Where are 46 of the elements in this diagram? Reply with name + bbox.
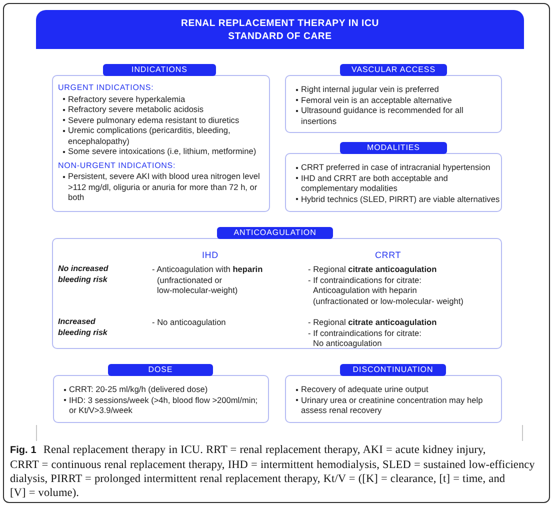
- table-entry: Anticoagulation with heparin: [312, 285, 418, 296]
- list-item: Some severe intoxications (i.e, lithium, metformine): [63, 146, 265, 156]
- section-tab: MODALITIES: [340, 142, 447, 154]
- list-item: Uremic complications (pericarditis, bleeding, encephalopathy): [63, 125, 265, 146]
- list-item: Femoral vein is an acceptable alternative: [296, 94, 496, 105]
- list-item: Recovery of adequate urine output: [296, 384, 496, 394]
- table-entry: (unfractionated or low-molecular-weight): [156, 274, 239, 296]
- column-heading: CRRT: [375, 250, 402, 261]
- table-entry: - If contraindications for citrate:: [308, 274, 422, 286]
- table-entry: - No anticoagulation: [152, 316, 227, 328]
- section-tab: ANTICOAGULATION: [217, 227, 333, 239]
- list-item: IHD and CRRT are both acceptable and complementary modalities: [296, 172, 501, 194]
- list-item: Refractory severe hyperkalemia: [63, 94, 265, 104]
- list-item: Ultrasound guidance is recommended for all insertions: [296, 105, 496, 126]
- section-panel: [285, 142, 502, 212]
- row-heading: No increased bleeding risk: [58, 264, 110, 286]
- list-item: Severe pulmonary edema resistant to diuretics: [63, 114, 265, 125]
- section-tab: VASCULAR ACCESS: [340, 64, 447, 76]
- section-tab: INDICATIONS: [103, 64, 216, 76]
- list-item: Refractory severe metabolic acidosis: [63, 104, 265, 114]
- column-heading: IHD: [202, 250, 218, 261]
- section-panel: [52, 64, 270, 212]
- title: RENAL REPLACEMENT THERAPY IN ICU STANDARD OF CARE: [180, 16, 380, 42]
- table-entry: - Anticoagulation with heparin: [152, 264, 264, 275]
- section-tab: DISCONTINUATION: [340, 364, 446, 376]
- list-item: IHD: 3 sessions/week (>4h, blood flow >200ml/min; or Kt/V>3.9/week: [64, 394, 263, 416]
- section-panel: [285, 64, 502, 133]
- section-panel: [53, 364, 269, 423]
- table-entry: - Regional citrate anticoagulation: [308, 316, 438, 328]
- row-heading: Increased bleeding risk: [58, 316, 108, 338]
- list-item: Right internal jugular vein is preferred: [296, 84, 496, 94]
- subheading: NON-URGENT INDICATIONS:: [58, 160, 177, 171]
- list-item: CRRT: 20-25 ml/kg/h (delivered dose): [64, 384, 263, 394]
- list-item: Hybrid technics (SLED, PIRRT) are viable alternatives: [296, 194, 501, 204]
- section-tab: DOSE: [108, 364, 213, 376]
- section-panel: [285, 364, 502, 423]
- table-entry: - If contraindications for citrate:: [308, 328, 422, 338]
- table-entry: - Regional citrate anticoagulation: [308, 264, 438, 275]
- figure-caption: Fig. 1 Renal replacement therapy in ICU. RRT = renal replacement therapy, AKI = acute kidney injury, CRRT = continuous renal replacement therapy, IHD = intermittent hemodialysis, SLED = sustained low-efficiency dialysis, PIRRT = prolonged intermittent renal replacement therapy, Kt/V = ([K] = clearance, [t] = time, and [V] = volume).: [10, 443, 536, 500]
- table-entry: No anticoagulation: [312, 338, 383, 349]
- list-item: Persistent, severe AKI with blood urea nitrogen level >112 mg/dl, oliguria or anuria for more than 72 h, or both: [63, 171, 265, 202]
- list-item: Urinary urea or creatinine concentration may help assess renal recovery: [296, 394, 496, 416]
- subheading: URGENT INDICATIONS:: [58, 83, 155, 94]
- section-panel: [52, 227, 502, 349]
- table-entry: (unfractionated or low-molecular- weight): [312, 296, 464, 307]
- list-item: CRRT preferred in case of intracranial hypertension: [296, 162, 501, 172]
